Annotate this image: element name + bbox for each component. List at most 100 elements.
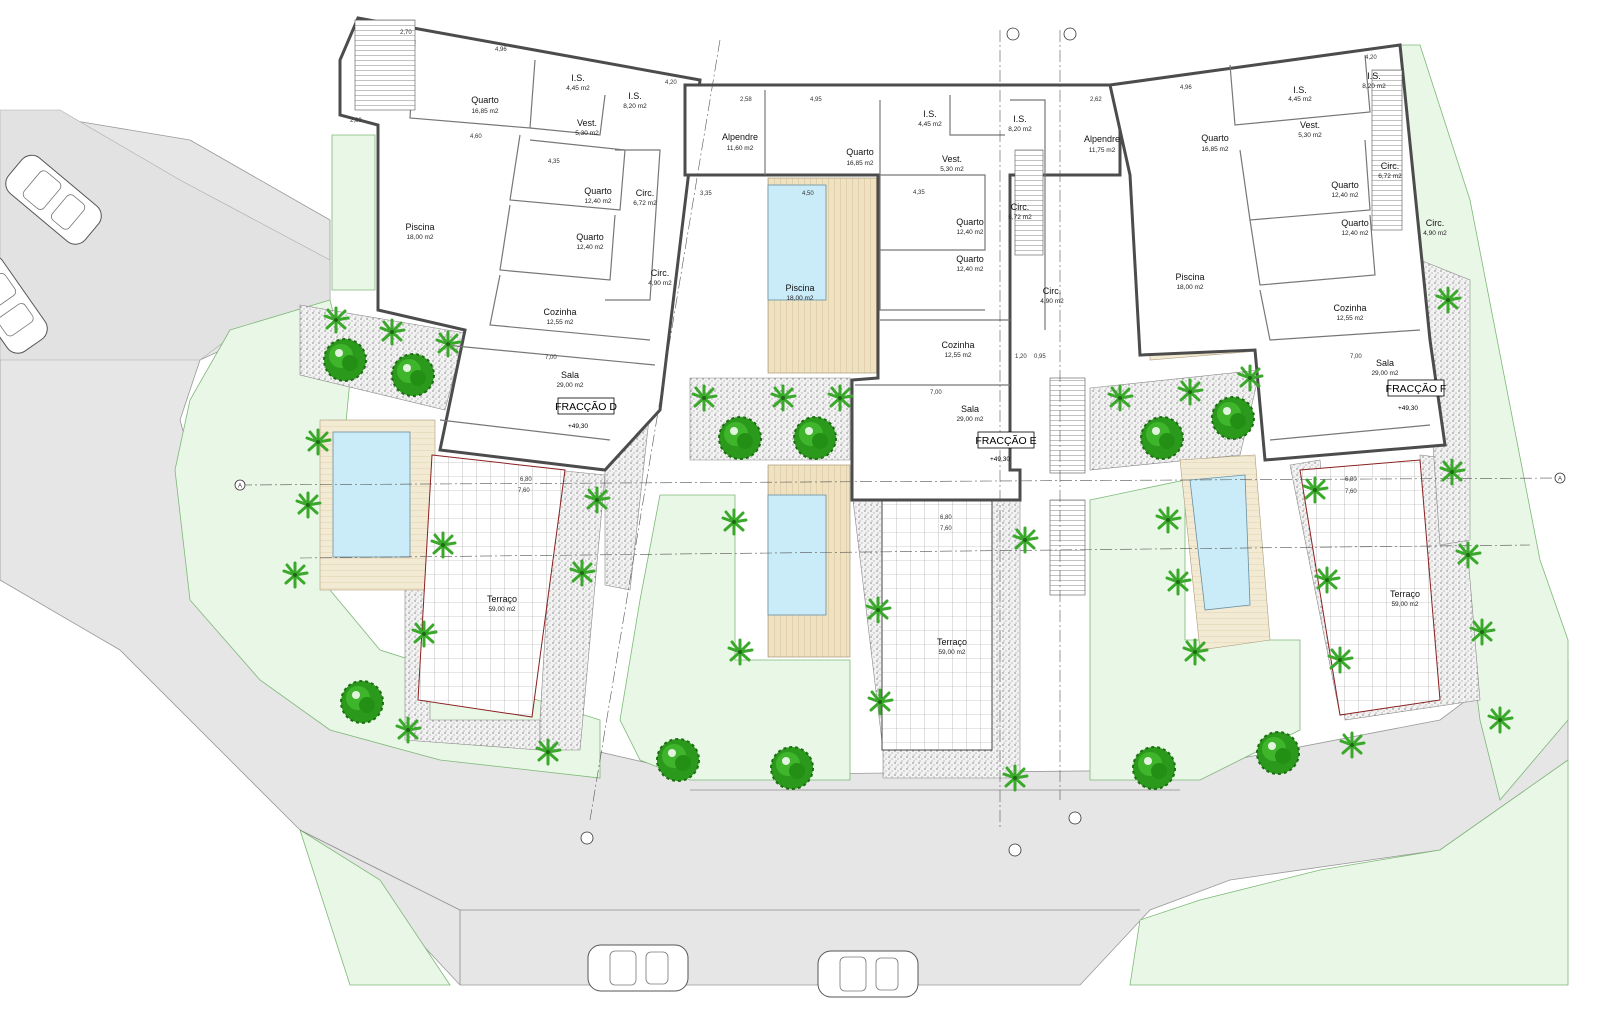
svg-text:Vest.: Vest. — [1300, 120, 1320, 130]
svg-text:16,85 m2: 16,85 m2 — [1201, 146, 1228, 153]
svg-text:16,85 m2: 16,85 m2 — [846, 160, 873, 167]
svg-text:6,72 m2: 6,72 m2 — [1378, 173, 1402, 180]
pool-d-lower — [332, 431, 411, 558]
building-d — [338, 16, 702, 472]
svg-text:12,40 m2: 12,40 m2 — [576, 244, 603, 251]
svg-text:0,95: 0,95 — [1034, 354, 1046, 360]
svg-text:4,60: 4,60 — [470, 134, 482, 140]
svg-text:Sala: Sala — [561, 370, 579, 380]
svg-text:59,00 m2: 59,00 m2 — [488, 606, 515, 613]
svg-text:6,80: 6,80 — [1345, 477, 1357, 483]
svg-text:Vest.: Vest. — [942, 154, 962, 164]
svg-text:12,55 m2: 12,55 m2 — [1336, 315, 1363, 322]
svg-text:7,00: 7,00 — [1350, 354, 1362, 360]
svg-text:Cozinha: Cozinha — [1333, 303, 1366, 313]
svg-text:I.S.: I.S. — [1367, 71, 1381, 81]
svg-text:Terraço: Terraço — [487, 594, 517, 604]
svg-text:4,90 m2: 4,90 m2 — [1423, 230, 1447, 237]
svg-text:7,00: 7,00 — [930, 390, 942, 396]
svg-text:Circ.: Circ. — [1381, 161, 1400, 171]
svg-text:4,96: 4,96 — [1180, 85, 1192, 91]
dimension-labels: 2,70 4,96 4,20 2,60 4,60 4,35 7,00 6,80 … — [350, 30, 1377, 532]
svg-text:7,60: 7,60 — [1345, 489, 1357, 495]
tree-icon — [718, 416, 762, 460]
stairs-d — [354, 19, 416, 111]
svg-text:7,60: 7,60 — [940, 526, 952, 532]
labels-unit-f: Quarto 16,85 m2 I.S. 4,45 m2 I.S. 8,20 m… — [1175, 71, 1447, 608]
terraces — [417, 454, 1441, 751]
section-marker-a: A A — [234, 472, 1566, 491]
svg-text:6,72 m2: 6,72 m2 — [1008, 214, 1032, 221]
svg-text:2,58: 2,58 — [740, 97, 752, 103]
svg-text:Circ.: Circ. — [651, 268, 670, 278]
stairs-e — [1014, 149, 1044, 256]
svg-text:18,00 m2: 18,00 m2 — [1176, 284, 1203, 291]
tree-icon — [1140, 416, 1184, 460]
building-f — [1108, 43, 1447, 462]
svg-text:Piscina: Piscina — [1175, 272, 1204, 282]
labels-unit-d: Quarto 16,85 m2 I.S. 4,45 m2 I.S. 8,20 m… — [405, 73, 758, 613]
stairs-e-bottom — [1049, 499, 1086, 596]
svg-text:Circ.: Circ. — [1426, 218, 1445, 228]
svg-text:A: A — [1558, 477, 1562, 483]
svg-text:4,50: 4,50 — [802, 191, 814, 197]
svg-text:+49,30: +49,30 — [568, 423, 588, 430]
pool-e-upper — [767, 184, 827, 301]
svg-text:Quarto: Quarto — [956, 254, 984, 264]
lawn-areas — [174, 44, 1569, 986]
svg-text:2,62: 2,62 — [1090, 97, 1102, 103]
tree-icon — [323, 338, 367, 382]
svg-text:Quarto: Quarto — [846, 147, 874, 157]
svg-text:I.S.: I.S. — [628, 91, 642, 101]
svg-text:Terraço: Terraço — [1390, 589, 1420, 599]
tree-icon — [340, 680, 384, 724]
svg-text:8,20 m2: 8,20 m2 — [1008, 126, 1032, 133]
svg-text:Terraço: Terraço — [937, 637, 967, 647]
tree-icon — [656, 738, 700, 782]
svg-text:4,95: 4,95 — [810, 97, 822, 103]
svg-text:29,00 m2: 29,00 m2 — [956, 416, 983, 423]
svg-text:2,60: 2,60 — [350, 118, 362, 124]
tree-icon — [1256, 731, 1300, 775]
svg-text:2,70: 2,70 — [400, 30, 412, 36]
svg-text:Circ.: Circ. — [1011, 202, 1030, 212]
svg-text:FRACÇÃO F: FRACÇÃO F — [1386, 382, 1447, 395]
svg-text:1,20: 1,20 — [1015, 354, 1027, 360]
svg-text:Piscina: Piscina — [405, 222, 434, 232]
svg-text:11,60 m2: 11,60 m2 — [727, 145, 754, 152]
stairs-f — [1371, 69, 1403, 231]
svg-text:8,20 m2: 8,20 m2 — [1362, 83, 1386, 90]
svg-text:I.S.: I.S. — [571, 73, 585, 83]
pool-f-lower — [1189, 474, 1251, 611]
svg-text:I.S.: I.S. — [1293, 85, 1307, 95]
svg-text:Cozinha: Cozinha — [543, 307, 576, 317]
svg-text:Circ.: Circ. — [1043, 286, 1062, 296]
svg-text:Quarto: Quarto — [584, 186, 612, 196]
svg-text:Sala: Sala — [961, 404, 979, 414]
parking — [299, 789, 1180, 985]
svg-text:I.S.: I.S. — [1013, 114, 1027, 124]
building-f-inner — [1229, 54, 1431, 441]
svg-text:+49,30: +49,30 — [1398, 405, 1418, 412]
svg-text:4,35: 4,35 — [548, 159, 560, 165]
svg-text:5,30 m2: 5,30 m2 — [1298, 132, 1322, 139]
svg-text:Quarto: Quarto — [1201, 133, 1229, 143]
svg-text:Sala: Sala — [1376, 358, 1394, 368]
svg-text:4,20: 4,20 — [665, 80, 677, 86]
grid-axes — [239, 30, 1561, 830]
svg-text:59,00 m2: 59,00 m2 — [1391, 601, 1418, 608]
svg-text:12,55 m2: 12,55 m2 — [546, 319, 573, 326]
svg-text:FRACÇÃO E: FRACÇÃO E — [975, 434, 1036, 447]
svg-text:12,55 m2: 12,55 m2 — [944, 352, 971, 359]
svg-text:4,45 m2: 4,45 m2 — [566, 85, 590, 92]
svg-text:4,96: 4,96 — [495, 47, 507, 53]
svg-text:16,85 m2: 16,85 m2 — [471, 108, 498, 115]
palm-icon — [867, 688, 894, 716]
stairs-e-lower — [1049, 377, 1086, 474]
svg-text:+49,30: +49,30 — [990, 456, 1010, 463]
svg-text:4,90 m2: 4,90 m2 — [648, 280, 672, 287]
svg-text:59,00 m2: 59,00 m2 — [938, 649, 965, 656]
svg-text:5,30 m2: 5,30 m2 — [940, 166, 964, 173]
pool-e-lower — [767, 494, 827, 616]
